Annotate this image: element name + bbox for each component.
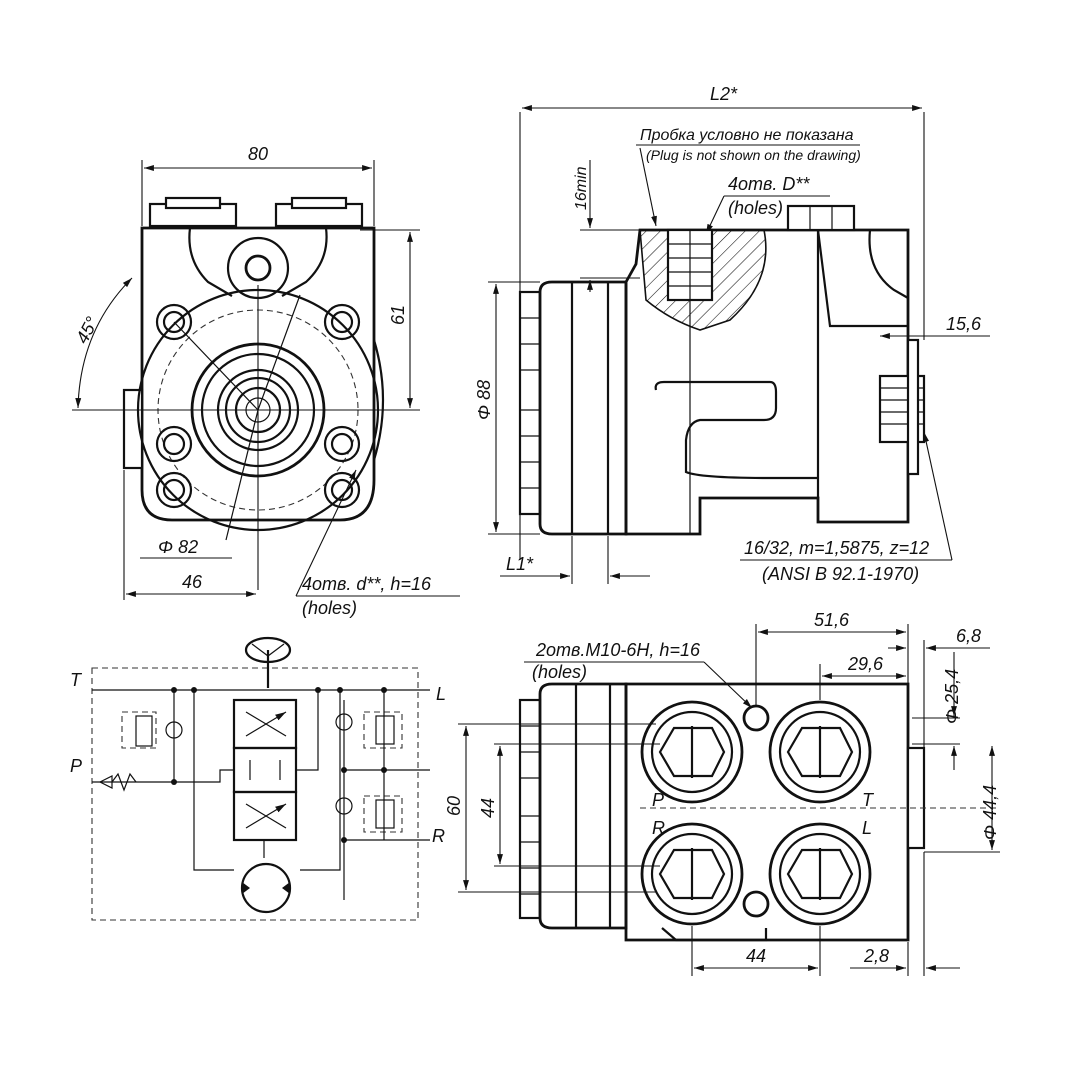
port-end-cap-bolts (518, 698, 542, 920)
port-label-r: R (652, 818, 665, 838)
m10-hole-upper (742, 704, 770, 732)
dim-shaft-15-6: 15,6 (946, 314, 982, 334)
end-cap-bolts (518, 290, 542, 516)
dim-16min: 16min (573, 166, 590, 210)
spline-standard: (ANSI B 92.1-1970) (762, 564, 919, 584)
schematic-label-l: L (436, 684, 446, 704)
dim-diameter-44-4: Φ 44,4 (980, 785, 1000, 840)
end-cap (538, 280, 628, 536)
dim-width-80: 80 (248, 144, 268, 164)
schematic-label-r: R (432, 826, 445, 846)
valve-block-middle (232, 746, 298, 794)
dim-44-vertical: 44 (478, 798, 498, 818)
port-t (768, 700, 872, 804)
dim-51-6: 51,6 (814, 610, 850, 630)
dim-60: 60 (444, 796, 464, 816)
port-holes-label-en: (holes) (532, 662, 587, 682)
plug-note: Пробка условно не показана (640, 127, 854, 144)
dim-diameter-25-4: Φ 25,4 (942, 669, 962, 724)
spline-spec: 16/32, m=1,5875, z=12 (744, 538, 929, 558)
dim-pcd-82: Φ 82 (158, 537, 198, 557)
valve-block-lower (232, 790, 298, 842)
hydraulic-schematic: T P L R (70, 636, 446, 921)
front-holes-label-en: (holes) (302, 598, 357, 618)
dim-diameter-88: Φ 88 (474, 380, 494, 420)
port-body-outline (624, 682, 910, 942)
port-holes-label: 2отв.M10-6H, h=16 (535, 640, 701, 660)
port-p (640, 700, 744, 804)
front-view: 80 61 45° Φ 82 46 4отв. d**, h=16 (holes… (72, 144, 460, 618)
port-l (768, 822, 872, 926)
port-label-l: L (862, 818, 872, 838)
side-housing (624, 228, 910, 536)
port-label-p: P (652, 790, 664, 810)
m10-hole-lower (742, 890, 770, 918)
dim-height-61: 61 (388, 305, 408, 325)
schematic-frame (91, 667, 419, 921)
schematic-label-t: T (70, 670, 83, 690)
plug-note-en: (Plug is not shown on the drawing) (646, 147, 861, 163)
front-bolt-holes (155, 303, 361, 509)
dim-29-6: 29,6 (847, 654, 884, 674)
side-view: L2* Пробка условно не показана (Plug is … (474, 84, 990, 584)
port-r (640, 822, 744, 926)
port-view: P T R L 2отв.M10-6H, h=16 (holes) 51,6 2… (444, 610, 1000, 976)
front-body-outline (140, 226, 376, 522)
dim-6-8: 6,8 (956, 626, 981, 646)
side-holes-label: 4отв. D** (728, 174, 810, 194)
side-holes-label-en: (holes) (728, 198, 783, 218)
front-holes-label: 4отв. d**, h=16 (302, 574, 432, 594)
dim-length-l2: L2* (710, 84, 738, 104)
dim-l1: L1* (506, 554, 534, 574)
schematic-label-p: P (70, 756, 82, 776)
dim-offset-46: 46 (182, 572, 203, 592)
dim-44-horizontal: 44 (746, 946, 766, 966)
dim-angle-45: 45° (72, 313, 102, 346)
dim-2-8: 2,8 (863, 946, 889, 966)
port-label-t: T (862, 790, 875, 810)
